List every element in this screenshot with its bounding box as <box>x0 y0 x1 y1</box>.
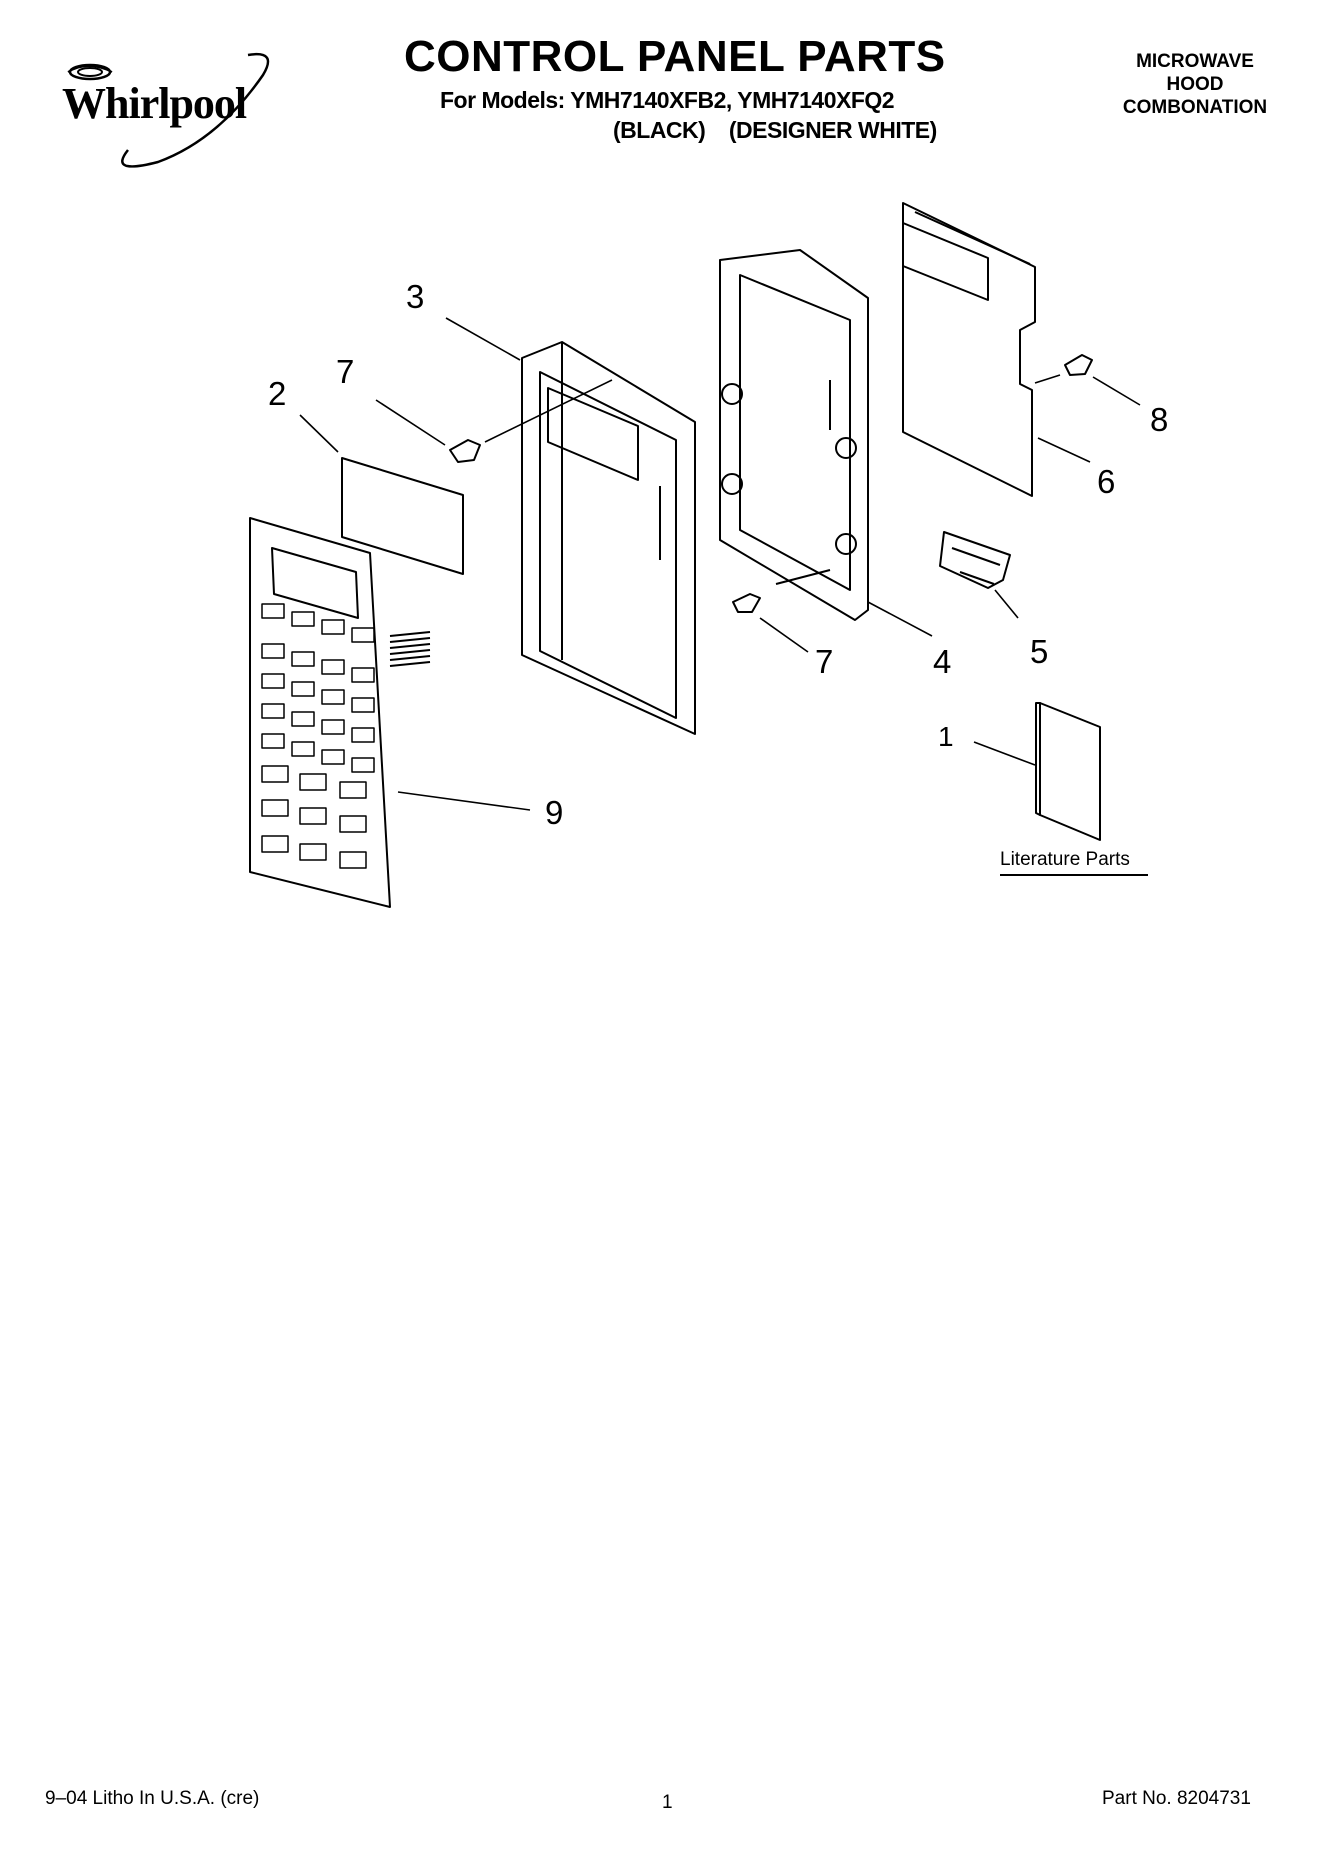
bracket-part <box>939 531 1011 589</box>
models-line: For Models: YMH7140XFB2, YMH7140XFQ2 <box>440 87 895 113</box>
callout-3: 3 <box>406 278 425 315</box>
callout-2: 2 <box>268 375 287 412</box>
page-number: 1 <box>662 1792 673 1813</box>
display-window-part <box>341 457 464 575</box>
brand-wordmark: Whirlpool <box>62 79 247 128</box>
colors-line: (BLACK) (DESIGNER WHITE) <box>613 117 937 143</box>
callout-1: 1 <box>938 721 954 752</box>
callout-5: 5 <box>1030 633 1049 670</box>
screw-part-7-upper <box>449 439 481 463</box>
whirlpool-logo-swirl <box>67 52 270 168</box>
page-title: CONTROL PANEL PARTS <box>404 32 946 81</box>
literature-booklet-part <box>1035 702 1101 841</box>
category-line-2: HOOD <box>1166 74 1224 95</box>
category-line-1: MICROWAVE <box>1136 51 1254 72</box>
part-number: Part No. 8204731 <box>1102 1788 1251 1809</box>
callout-7-lower: 7 <box>815 643 834 680</box>
control-panel-frame-part <box>521 341 696 735</box>
callout-4: 4 <box>933 643 952 680</box>
callout-8: 8 <box>1150 401 1169 438</box>
control-housing-part <box>719 249 869 621</box>
keypad-membrane-part <box>249 517 431 908</box>
callout-9: 9 <box>545 794 564 831</box>
callout-6: 6 <box>1097 463 1116 500</box>
literature-parts-label: Literature Parts <box>1000 849 1130 870</box>
category-line-3: COMBONATION <box>1122 97 1268 118</box>
circuit-board-part <box>902 202 1036 497</box>
footer-print-info: 9–04 Litho In U.S.A. (cre) <box>45 1788 260 1809</box>
screw-part-8 <box>1064 354 1093 376</box>
literature-underline <box>1000 874 1148 876</box>
screw-part-7-lower <box>732 593 761 613</box>
product-category: MICROWAVE HOOD COMBONATION <box>1100 50 1290 119</box>
callout-7-upper: 7 <box>336 353 355 390</box>
